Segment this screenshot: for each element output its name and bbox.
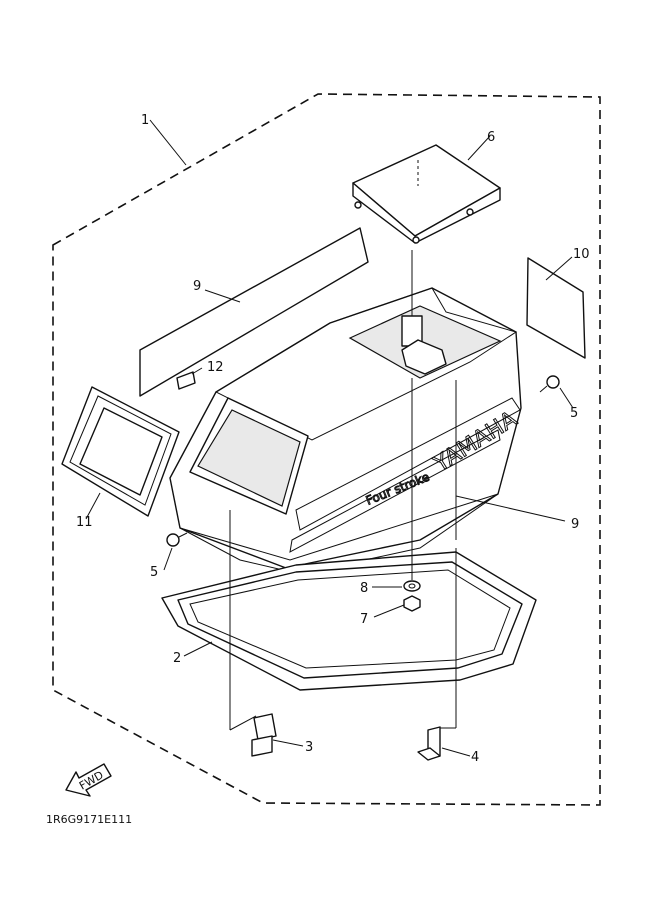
callout-4: 4 [471,750,479,765]
drawing-code: 1R6G9171E111 [46,813,132,826]
assembly-boundary [52,93,601,806]
leader-lines [85,119,574,757]
small-label-part [176,371,196,390]
label-panel-part [526,257,586,359]
callout-9-top: 9 [193,279,201,294]
seal-part [161,551,537,691]
alignment-lines [229,250,457,731]
callout-9-side: 9 [571,517,579,532]
washer-part [403,580,421,592]
bracket-part-4 [417,726,441,761]
callout-3: 3 [305,740,313,755]
top-cover-part [352,144,501,244]
callout-2: 2 [173,651,181,666]
top-cowling-body [169,287,522,575]
bracket-part-3 [251,713,277,757]
decal-top-stripe [139,227,369,397]
callout-12: 12 [207,360,224,375]
callout-7: 7 [360,612,368,627]
callout-8: 8 [360,581,368,596]
window-frame-part [61,386,180,517]
callout-1: 1 [141,113,149,128]
callout-10: 10 [573,247,590,262]
callout-6: 6 [487,130,495,145]
callout-11: 11 [76,515,93,530]
callout-5-right: 5 [570,406,578,421]
screw-part-left [166,532,188,547]
callout-5-left: 5 [150,565,158,580]
nut-part [403,595,421,612]
screw-part-right [539,375,560,393]
forward-arrow-icon: FWD [65,763,112,797]
